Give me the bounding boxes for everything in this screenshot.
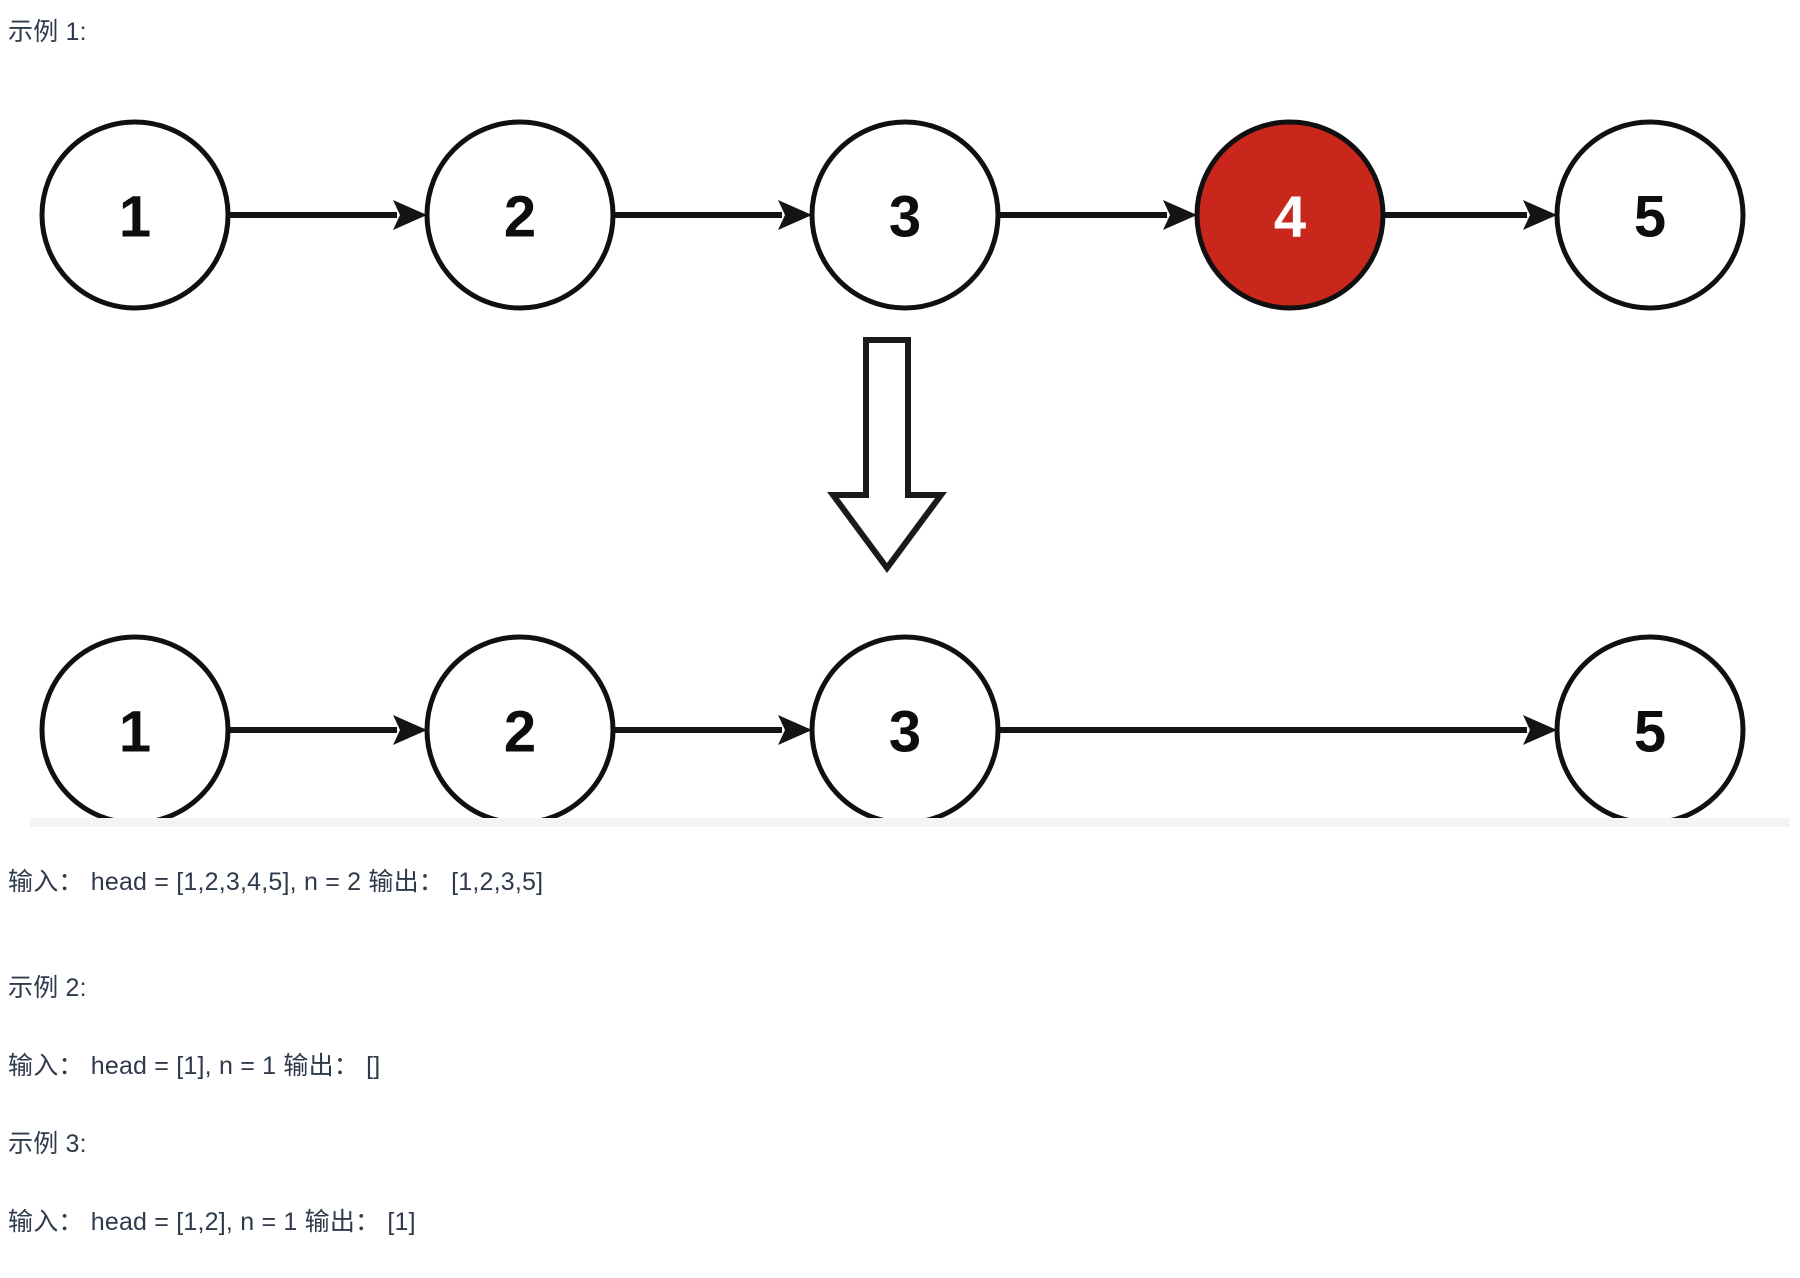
edge-arrowhead-2-to-3 <box>778 200 812 230</box>
after-list-group: 1 2 3 5 <box>39 634 1746 826</box>
example-2-heading: 示例 2: <box>8 974 87 1002</box>
linked-list-svg: 1 2 3 4 5 1 2 3 5 <box>30 119 1790 827</box>
node-label-2: 2 <box>504 185 536 250</box>
node-circle-2 <box>424 119 616 311</box>
node-circle-5 <box>1554 119 1746 311</box>
image-baseline-band <box>30 818 1790 827</box>
example-3-io-text: 输入： head = [1,2], n = 1 输出： [1] <box>8 1208 416 1236</box>
node-circle-4-highlighted <box>1194 119 1386 311</box>
edge-arrowhead-1-to-2 <box>393 200 427 230</box>
node-label-4: 4 <box>1274 185 1306 250</box>
node-circle-3 <box>809 119 1001 311</box>
node-label-5: 5 <box>1634 185 1666 250</box>
node-label-3: 3 <box>889 700 921 765</box>
node-label-1: 1 <box>119 185 151 250</box>
transition-arrow-group <box>827 337 947 574</box>
transition-down-arrow-icon <box>827 337 947 574</box>
before-list-group: 1 2 3 4 5 <box>39 119 1746 311</box>
example-3-heading: 示例 3: <box>8 1130 87 1158</box>
edge-arrowhead-3-to-5 <box>1523 715 1557 745</box>
node-circle-1 <box>39 119 231 311</box>
edge-arrowhead-3-to-4 <box>1163 200 1197 230</box>
example-2-io-text: 输入： head = [1], n = 1 输出： [] <box>8 1052 381 1080</box>
edge-arrowhead-4-to-5 <box>1523 200 1557 230</box>
linked-list-diagram: 1 2 3 4 5 1 2 3 5 <box>0 60 1800 840</box>
baseline-band-group <box>30 818 1790 827</box>
edge-arrowhead-2-to-3 <box>778 715 812 745</box>
example-1-io-text: 输入： head = [1,2,3,4,5], n = 2 输出： [1,2,3… <box>8 868 544 896</box>
node-label-2: 2 <box>504 700 536 765</box>
edge-arrowhead-1-to-2 <box>393 715 427 745</box>
example-1-heading: 示例 1: <box>8 18 87 46</box>
node-label-5: 5 <box>1634 700 1666 765</box>
node-label-1: 1 <box>119 700 151 765</box>
node-label-3: 3 <box>889 185 921 250</box>
